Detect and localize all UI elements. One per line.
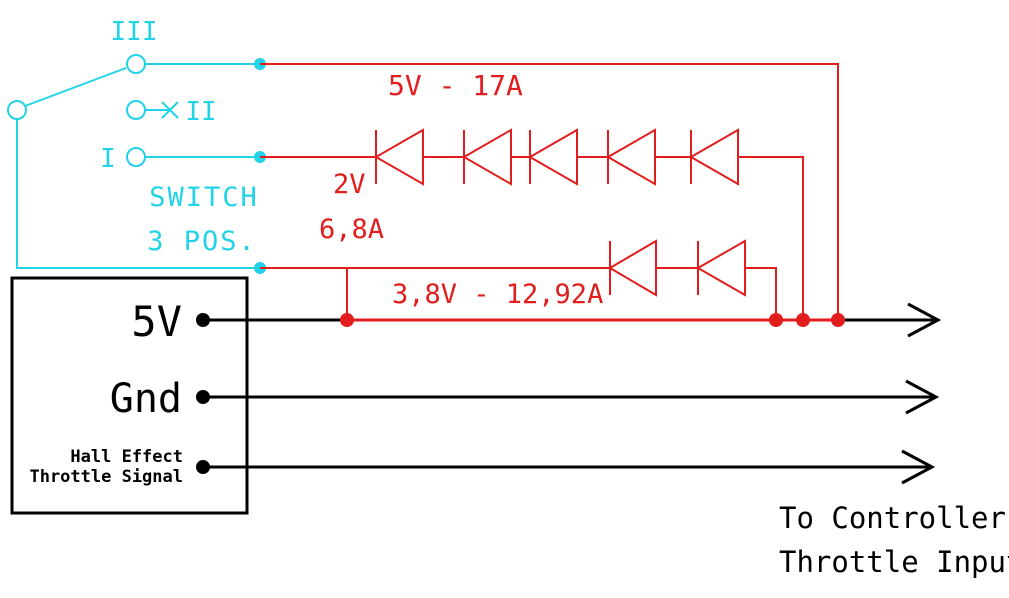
- junction-dot: [340, 313, 354, 327]
- switch-terminal-ii: [126, 100, 146, 120]
- switch-label-line1: SWITCH: [149, 182, 259, 213]
- red-wires: [260, 63, 839, 320]
- output-label: To Controller Throttle Input: [779, 501, 1009, 579]
- wire-2v-return: [738, 156, 804, 320]
- output-line1: To Controller: [779, 501, 1006, 535]
- wire-3-8v-return: [745, 267, 777, 320]
- switch-common-wire: [16, 119, 260, 269]
- red-labels: 5V - 17A 2V 6,8A 3,8V - 12,92A: [319, 69, 603, 310]
- pin-gnd-dot: [196, 390, 210, 404]
- junction-dot: [831, 313, 845, 327]
- junction-dot: [769, 313, 783, 327]
- switch-pos-iii-label: III: [111, 17, 158, 47]
- wire-5v-17a: [260, 63, 839, 320]
- signal-label-line2: Throttle Signal: [29, 467, 183, 487]
- pin-5v-label: 5V: [131, 297, 182, 346]
- arrow-5v: [907, 302, 942, 338]
- switch-label-line2: 3 POS.: [147, 226, 257, 257]
- diode-2: [461, 128, 512, 186]
- junction-dot: [796, 313, 810, 327]
- switch-pos-ii-label: II: [185, 97, 216, 127]
- pin-5v-dot: [196, 313, 210, 327]
- diode-3: [527, 128, 578, 186]
- label-6-8a: 6,8A: [319, 214, 384, 245]
- label-2v: 2V: [333, 169, 366, 200]
- box-labels: 5V Gnd Hall Effect Throttle Signal: [29, 297, 183, 487]
- switch-common-terminal: [7, 100, 27, 120]
- pin-gnd-label: Gnd: [110, 376, 182, 422]
- switch-terminal-iii: [126, 54, 146, 74]
- diode-chain-five: [373, 128, 739, 186]
- arrow-signal: [901, 449, 936, 485]
- signal-label-line1: Hall Effect: [70, 447, 183, 467]
- switch-terminal-i: [126, 147, 146, 167]
- switch-labels: III II I SWITCH 3 POS.: [100, 17, 259, 257]
- black-wires: [203, 302, 942, 485]
- no-connect-mark-b: [161, 101, 179, 119]
- arrow-gnd: [905, 379, 940, 415]
- three-position-switch: [7, 54, 260, 269]
- switch-pos-i-label: I: [100, 144, 116, 174]
- diode-1: [373, 128, 424, 186]
- diode-5: [688, 128, 739, 186]
- pin-signal-dot: [196, 460, 210, 474]
- label-3-8v: 3,8V - 12,92A: [392, 279, 603, 310]
- diode-4: [605, 128, 656, 186]
- red-junctions: [340, 313, 845, 327]
- diode-chain-two: [608, 239, 746, 297]
- diode-6: [608, 239, 657, 297]
- diode-7: [695, 239, 746, 297]
- output-line2: Throttle Input: [779, 545, 1009, 579]
- switch-lever: [24, 67, 127, 107]
- label-5v-17a: 5V - 17A: [388, 69, 523, 102]
- pin-dots: [196, 313, 210, 474]
